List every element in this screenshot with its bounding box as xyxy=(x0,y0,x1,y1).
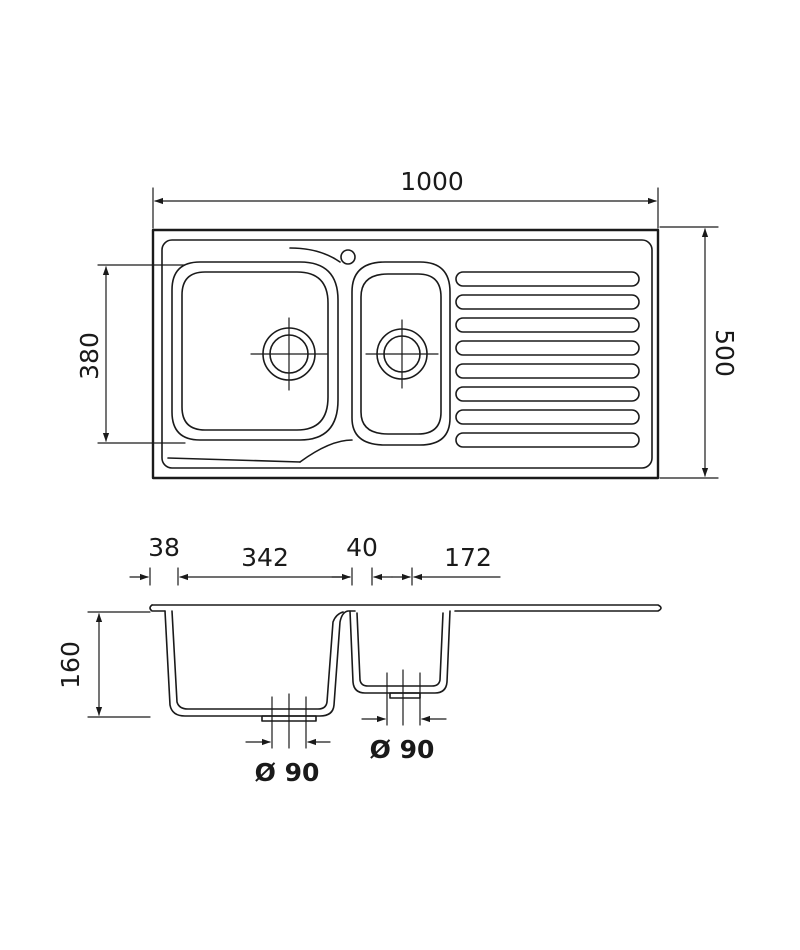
section-view: 38 342 40 172 160 xyxy=(56,533,662,787)
tap-hole xyxy=(340,249,356,265)
second-bowl-width-label: 172 xyxy=(444,543,492,572)
bowl-depth-label: 380 xyxy=(75,332,104,380)
flange-label: 38 xyxy=(148,533,180,562)
drainer-grooves xyxy=(455,271,640,448)
second-drain-label: Ø 90 xyxy=(370,735,435,764)
height-label: 160 xyxy=(56,641,85,689)
depth-label: 500 xyxy=(710,329,739,377)
second-bowl-drain xyxy=(365,319,439,389)
second-drain-dimension: Ø 90 xyxy=(361,669,447,764)
depth-dimension: 500 xyxy=(659,226,739,479)
divider-label: 40 xyxy=(346,533,378,562)
main-drain-dimension: Ø 90 xyxy=(245,693,331,787)
height-dimension: 160 xyxy=(56,611,151,718)
sink-profile xyxy=(149,604,662,722)
horizontal-dimension-chain: 38 342 40 172 xyxy=(129,533,501,586)
top-view: 1000 500 380 xyxy=(75,167,739,480)
sink-outline xyxy=(151,228,660,480)
width-label: 1000 xyxy=(400,167,464,196)
main-bowl xyxy=(171,261,339,441)
width-dimension: 1000 xyxy=(152,167,659,229)
main-bowl-drain xyxy=(250,317,328,391)
main-bowl-width-label: 342 xyxy=(241,543,289,572)
main-drain-label: Ø 90 xyxy=(255,758,320,787)
second-bowl xyxy=(351,261,451,446)
bowl-depth-dimension: 380 xyxy=(75,264,186,444)
sink-inner-rim xyxy=(161,239,653,469)
